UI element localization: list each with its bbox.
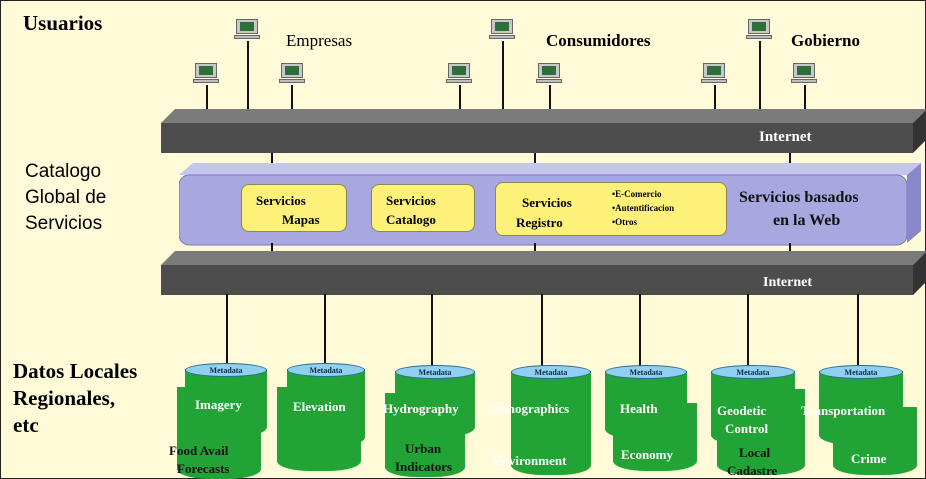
db-label-food-avail: Food Avail [169, 443, 229, 458]
db-label-health: Health [620, 401, 658, 416]
database-cylinder: Metadata [819, 365, 903, 445]
connector-line [247, 41, 249, 111]
computer-icon [234, 19, 260, 39]
connector-line [324, 294, 326, 366]
database-cylinder: Metadata [395, 365, 475, 437]
internet-bar-bottom [161, 251, 926, 295]
connector-line [804, 85, 806, 111]
catalogo-label-line2: Global de [25, 187, 107, 208]
connector-line [541, 294, 543, 366]
internet-label-bottom: Internet [763, 275, 812, 290]
computer-icon [489, 19, 515, 39]
db-label-cadastre: Cadastre [727, 463, 778, 478]
db-label-local: Local [739, 445, 771, 460]
connector-line [459, 85, 461, 111]
db-label-environment: Environment [493, 453, 567, 468]
database-cylinder: Metadata [185, 363, 267, 437]
computer-icon [446, 63, 472, 83]
connector-line [789, 243, 791, 253]
internet-bar-top [161, 109, 926, 153]
servicios-catalogo-box: Servicios Catalogo [371, 184, 475, 232]
connector-line [206, 85, 208, 111]
empresas-label: Empresas [286, 31, 353, 50]
connector-line [857, 294, 859, 366]
connector-line [549, 85, 551, 111]
catalogo-label-line3: Servicios [25, 213, 103, 234]
database-cylinder: Metadata [605, 365, 687, 439]
connector-line [714, 85, 716, 111]
database-cylinder: Metadata [711, 365, 795, 445]
connector-line [431, 294, 433, 366]
computer-icon [536, 63, 562, 83]
computer-icon [279, 63, 305, 83]
database-cylinder: Metadata [287, 363, 365, 447]
db-label-hydrography: Hydrography [383, 401, 459, 416]
connector-line [502, 41, 504, 111]
internet-label-top: Internet [759, 129, 812, 145]
servicios-web-line1: Servicios basados [739, 189, 859, 206]
connector-line [291, 85, 293, 111]
db-label-indicators: Indicators [395, 459, 453, 474]
connector-line [534, 243, 536, 253]
connector-line [639, 294, 641, 366]
connector-line [271, 243, 273, 253]
computer-icon [701, 63, 727, 83]
db-label-transportation: Transportation [801, 403, 886, 418]
db-label-geodetic: Geodetic [717, 403, 767, 418]
db-label-elevation: Elevation [293, 399, 346, 414]
datos-label-line2: Regionales, [13, 386, 116, 410]
servicios-mapas-box: Servicios Mapas [241, 184, 347, 232]
db-label-control: Control [725, 421, 769, 436]
db-label-urban: Urban [405, 441, 442, 456]
connector-line [759, 41, 761, 111]
db-label-forecasts: Forecasts [177, 461, 230, 476]
connector-line [747, 294, 749, 366]
db-label-imagery: Imagery [195, 397, 242, 412]
database-cylinder: Metadata [511, 365, 591, 439]
db-label-crime: Crime [851, 451, 887, 466]
gobierno-label: Gobierno [791, 31, 860, 50]
computer-icon [746, 19, 772, 39]
connector-line [226, 294, 228, 366]
db-label-demographics: Demographics [489, 401, 570, 416]
servicios-registro-box: Servicios Registro •E-Comercio •Autentif… [495, 182, 727, 236]
servicios-web-line2: en la Web [773, 212, 841, 229]
datos-label-line3: etc [13, 413, 39, 437]
computer-icon [791, 63, 817, 83]
catalogo-label-line1: Catalogo [25, 161, 102, 182]
consumidores-label: Consumidores [546, 31, 651, 50]
computer-icon [193, 63, 219, 83]
usuarios-label: Usuarios [23, 11, 103, 35]
datos-label-line1: Datos Locales [13, 359, 138, 383]
db-label-economy: Economy [621, 447, 673, 462]
